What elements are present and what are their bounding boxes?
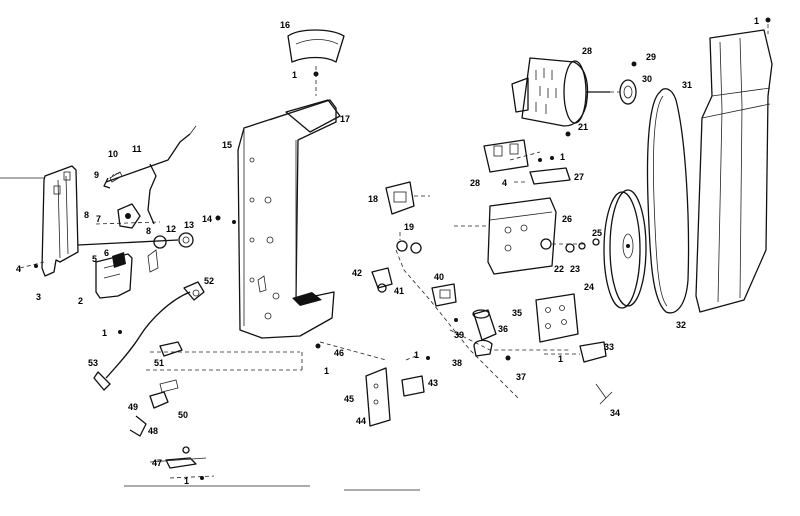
label-part-34: 34 <box>610 408 620 418</box>
label-part-4b: 4 <box>502 178 507 188</box>
terminal-block-part-35 <box>535 293 613 405</box>
label-part-17: 17 <box>340 114 350 124</box>
label-part-16: 16 <box>280 20 290 30</box>
label-part-3: 3 <box>36 292 41 302</box>
label-part-33: 33 <box>604 342 614 352</box>
label-part-4: 4 <box>16 264 21 274</box>
label-part-23: 23 <box>570 264 580 274</box>
label-part-39: 39 <box>454 330 464 340</box>
lever-assembly-parts-5-13 <box>77 125 197 273</box>
screws <box>34 158 542 480</box>
label-part-48: 48 <box>148 426 158 436</box>
label-part-18: 18 <box>368 194 378 204</box>
bracket-parts-40-42 <box>371 267 457 307</box>
label-part-1g: 1 <box>754 16 759 26</box>
label-part-2: 2 <box>78 296 83 306</box>
label-part-24: 24 <box>584 282 594 292</box>
label-part-13: 13 <box>184 220 194 230</box>
motor-pulley-part-30 <box>619 61 637 105</box>
drive-belt-part-31 <box>646 88 690 314</box>
label-part-53: 53 <box>88 358 98 368</box>
label-part-30: 30 <box>642 74 652 84</box>
center-hardware-parts-43-46 <box>315 341 425 427</box>
part-labels: 16 1 17 15 10 11 9 7 8 8 12 13 14 5 6 4 … <box>16 16 759 486</box>
label-part-28a: 28 <box>582 46 592 56</box>
capacitor-part-36 <box>454 309 511 361</box>
label-part-1b: 1 <box>102 328 107 338</box>
label-part-10: 10 <box>108 149 118 159</box>
label-part-38: 38 <box>452 358 462 368</box>
label-part-40: 40 <box>434 272 444 282</box>
switch-part-18 <box>385 181 430 254</box>
label-part-41: 41 <box>394 286 404 296</box>
label-part-12: 12 <box>166 224 176 234</box>
label-part-37: 37 <box>516 372 526 382</box>
motor-part-28 <box>511 57 620 137</box>
label-part-9: 9 <box>94 170 99 180</box>
label-part-7: 7 <box>96 214 101 224</box>
rail-housing-part-32 <box>695 17 773 313</box>
relay-parts-27-28 <box>483 139 571 185</box>
latch-block-part-2 <box>95 252 133 299</box>
label-part-36: 36 <box>498 324 508 334</box>
label-part-14: 14 <box>202 214 212 224</box>
label-part-1d: 1 <box>324 366 329 376</box>
gear-case-part-26 <box>487 197 586 275</box>
washer-parts-22-25 <box>565 238 600 253</box>
side-bracket-part-3 <box>0 165 79 277</box>
label-part-47: 47 <box>152 458 162 468</box>
label-part-1h: 1 <box>560 152 565 162</box>
label-part-43: 43 <box>428 378 438 388</box>
label-part-49: 49 <box>128 402 138 412</box>
label-part-42: 42 <box>352 268 362 278</box>
label-part-15: 15 <box>222 140 232 150</box>
label-part-81: 8 <box>146 226 151 236</box>
label-part-28b: 28 <box>470 178 480 188</box>
label-part-25: 25 <box>592 228 602 238</box>
housing-panel-part-15 <box>237 99 341 339</box>
label-part-1e: 1 <box>414 350 419 360</box>
label-part-45: 45 <box>344 394 354 404</box>
label-part-6: 6 <box>104 248 109 258</box>
label-part-29: 29 <box>646 52 656 62</box>
label-part-8: 8 <box>84 210 89 220</box>
drive-pulley-part-24 <box>603 189 647 309</box>
label-part-21: 21 <box>578 122 588 132</box>
small-hardware-parts-47-51 <box>124 341 310 487</box>
label-part-22: 22 <box>554 264 564 274</box>
label-part-19: 19 <box>404 222 414 232</box>
label-part-52: 52 <box>204 276 214 286</box>
label-part-11: 11 <box>132 144 142 154</box>
label-part-27: 27 <box>574 172 584 182</box>
label-part-26: 26 <box>562 214 572 224</box>
label-part-44: 44 <box>356 416 366 426</box>
label-part-50: 50 <box>178 410 188 420</box>
label-part-1f: 1 <box>558 354 563 364</box>
label-part-1c: 1 <box>184 476 189 486</box>
label-part-5: 5 <box>92 254 97 264</box>
label-part-35: 35 <box>512 308 522 318</box>
label-part-46: 46 <box>334 348 344 358</box>
label-part-32: 32 <box>676 320 686 330</box>
top-cover-part-16 <box>287 29 345 96</box>
power-cord-part-53 <box>93 281 205 391</box>
label-part-51: 51 <box>154 358 164 368</box>
label-part-1: 1 <box>292 70 297 80</box>
label-part-31: 31 <box>682 80 692 90</box>
assembly-guide-lines <box>344 151 570 491</box>
